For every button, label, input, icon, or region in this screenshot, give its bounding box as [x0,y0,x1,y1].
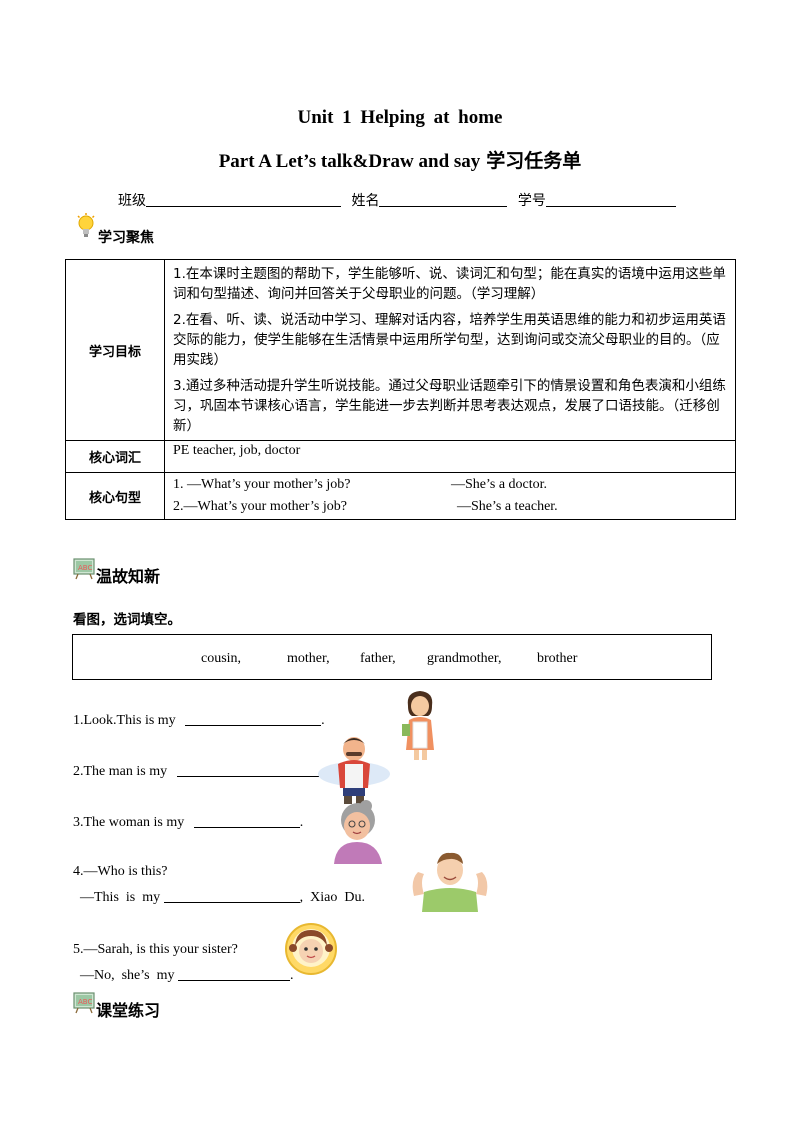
goal-3: 3.通过多种活动提升学生听说技能。通过父母职业话题牵引下的情景设置和角色表演和小… [173,378,726,434]
question-4-prompt: —This is my [73,890,161,905]
student-info: 班级 姓名 学号 [118,190,676,210]
goals-label: 学习目标 [65,259,165,441]
unit-title: Unit 1 Helping at home [297,107,503,128]
question-5-prompt: —No, she’s my [73,968,175,983]
chalkboard-icon: ABC [73,992,95,1014]
svg-text:ABC: ABC [78,564,92,572]
part-title-en: Part A Let’s talk&Draw and say [218,151,481,172]
question-1-blank[interactable] [185,711,322,726]
goal-1: 1.在本课时主题图的帮助下，学生能够听、说、读词汇和句型；能在真实的语境中运用这… [173,266,726,302]
question-4-blank[interactable] [163,888,300,903]
sentence-1-answer: —She’s a doctor. [451,477,548,492]
exercise-instruction: 看图，选词填空。 [73,612,181,628]
question-4: 4.—Who is this? —This is my , Xiao Du. [73,864,365,906]
name-label: 姓名 [351,193,380,209]
section-review-title: 温故知新 [96,567,161,586]
chalkboard-icon: ABC [73,558,95,580]
question-4-end: , Xiao Du. [299,890,365,905]
cousin-illustration [285,923,337,975]
word-mother: mother, [287,651,330,666]
word-bank: cousin, mother, father, grandmother, bro… [72,634,712,680]
question-5-end: . [290,968,294,983]
number-label: 学号 [517,193,546,209]
sentence-1: 1. —What’s your mother’s job? —She’s a d… [173,474,727,496]
question-4-line2: —This is my , Xiao Du. [73,888,365,906]
question-1-text: 1.Look.This is my [73,713,176,728]
word-cousin: cousin, [201,651,242,666]
sentences-label: 核心句型 [65,472,165,520]
question-5: 5.—Sarah, is this your sister? —No, she’… [73,942,294,984]
vocab-label: 核心词汇 [65,440,165,473]
question-1-end: . [321,713,325,728]
question-2: 2.The man is my [73,762,319,780]
goal-2: 2.在看、听、读、说活动中学习、理解对话内容，培养学生用英语思维的能力和初步运用… [173,312,726,368]
class-label: 班级 [118,193,146,209]
question-3-blank[interactable] [193,813,300,828]
brother-illustration [412,852,488,912]
question-2-text: 2.The man is my [73,764,168,779]
sentence-2-answer: —She’s a teacher. [457,499,558,514]
svg-text:ABC: ABC [78,998,92,1006]
question-5-line1: 5.—Sarah, is this your sister? [73,942,238,957]
part-title-cn: 学习任务单 [486,150,582,172]
section-practice-title: 课堂练习 [96,1001,161,1020]
lightbulb-icon [77,213,95,237]
goals-cell: 1.在本课时主题图的帮助下，学生能够听、说、读词汇和句型；能在真实的语境中运用这… [164,259,736,441]
sentence-2-question: 2.—What’s your mother’s job? [173,499,347,514]
grandmother-illustration [334,800,382,864]
objectives-table: 学习目标 1.在本课时主题图的帮助下，学生能够听、说、读词汇和句型；能在真实的语… [65,259,736,520]
question-1: 1.Look.This is my . [73,711,325,729]
question-4-line1: 4.—Who is this? [73,864,168,879]
question-3: 3.The woman is my . [73,813,303,831]
question-3-text: 3.The woman is my [73,815,185,830]
sentence-2: 2.—What’s your mother’s job? —She’s a te… [173,496,727,518]
vocab-cell: PE teacher, job, doctor [164,440,736,473]
question-5-blank[interactable] [178,966,290,981]
vocab-text: PE teacher, job, doctor [173,443,301,458]
class-field[interactable] [146,192,341,207]
number-field[interactable] [545,192,676,207]
question-3-end: . [299,815,304,830]
mother-illustration [402,691,434,760]
question-5-line2: —No, she’s my . [73,966,294,984]
word-grandmother: grandmother, [427,651,502,666]
father-illustration [318,737,390,804]
word-brother: brother [537,651,578,666]
sentence-1-question: 1. —What’s your mother’s job? [173,477,351,492]
name-field[interactable] [379,192,508,207]
sentences-cell: 1. —What’s your mother’s job? —She’s a d… [164,472,736,520]
question-2-blank[interactable] [176,762,319,777]
section-focus-title: 学习聚焦 [98,230,154,246]
word-father: father, [360,651,396,666]
